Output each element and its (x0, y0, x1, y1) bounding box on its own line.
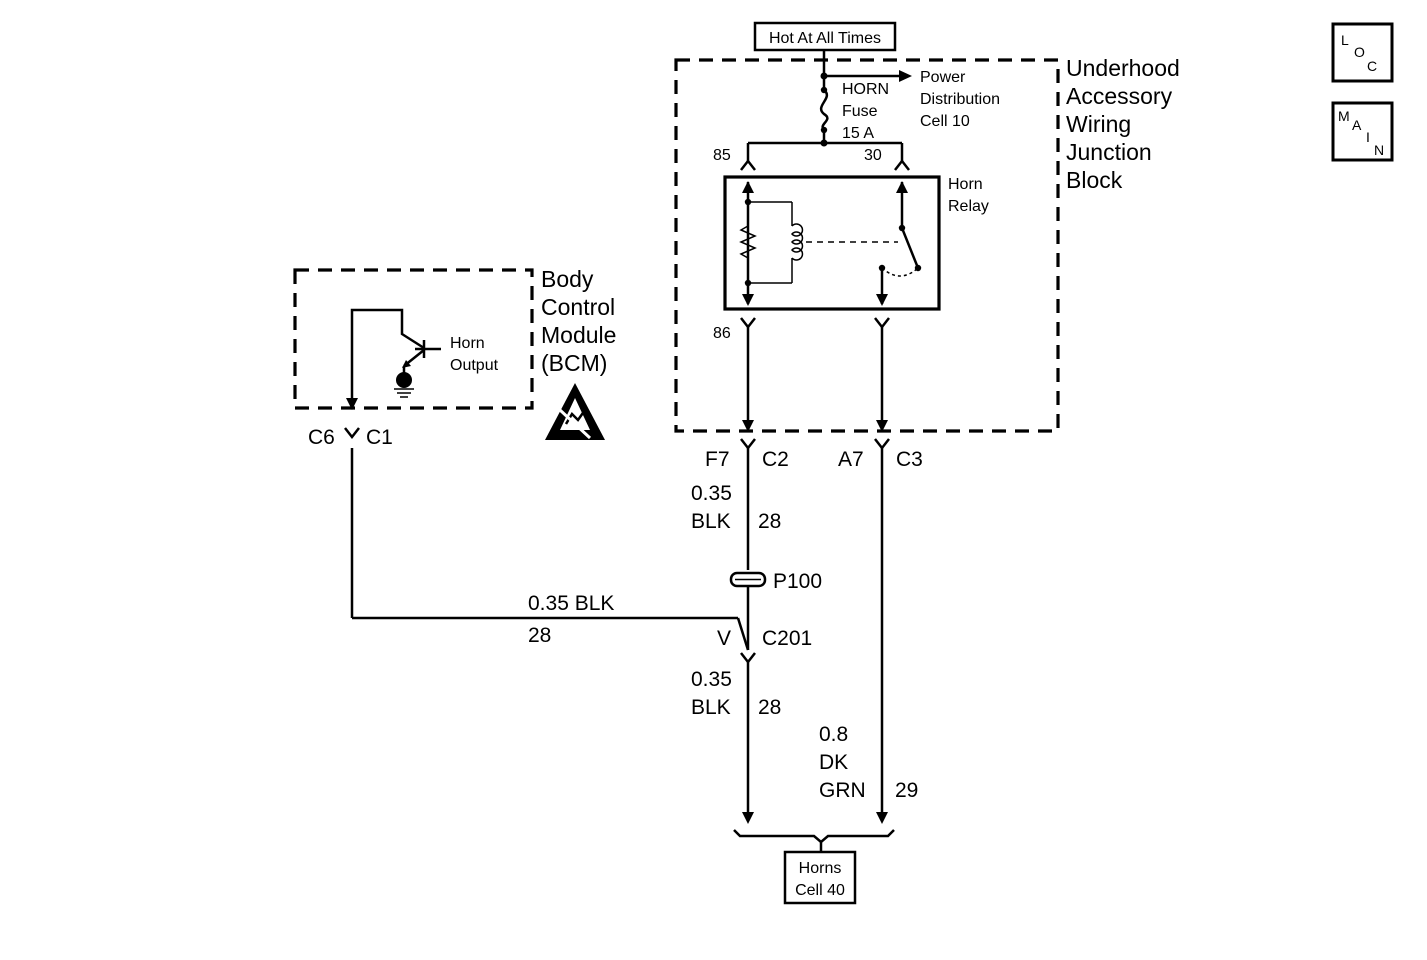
a7-label: A7 (838, 448, 864, 471)
pin-30-label: 30 (864, 147, 882, 164)
junction-block-title: Underhood Accessory Wiring Junction Bloc… (1066, 55, 1180, 193)
power-dist-arrow-icon (899, 70, 912, 82)
svg-text:L: L (1341, 32, 1349, 48)
svg-text:0.8: 0.8 (819, 723, 848, 746)
svg-text:Output: Output (450, 357, 499, 374)
svg-text:Fuse: Fuse (842, 103, 878, 120)
svg-text:Horn: Horn (450, 335, 485, 352)
svg-text:GRN: GRN (819, 779, 866, 802)
bcm-title: Body Control Module (BCM) (541, 266, 616, 376)
svg-text:Junction: Junction (1066, 139, 1152, 165)
bcm-c6-label: C6 (308, 426, 335, 449)
horn-output-label: Horn Output (450, 335, 499, 374)
horns-brace (733, 829, 895, 844)
svg-text:Control: Control (541, 294, 615, 320)
horns-label: Horns Cell 40 (795, 860, 845, 899)
bcm-c1-label: C1 (366, 426, 393, 449)
svg-text:N: N (1374, 142, 1384, 158)
svg-text:O: O (1354, 44, 1365, 60)
svg-text:29: 29 (895, 779, 918, 802)
blk-wire-upper-label: 0.35 BLK 28 (691, 482, 781, 533)
svg-text:28: 28 (758, 696, 781, 719)
svg-text:28: 28 (758, 510, 781, 533)
bcm-boundary (293, 268, 534, 410)
c3-connector (874, 438, 890, 451)
svg-text:Block: Block (1066, 167, 1123, 193)
svg-text:0.35: 0.35 (691, 482, 732, 505)
svg-text:BLK: BLK (691, 696, 731, 719)
c201-connector (740, 652, 756, 665)
bcm-transistor-collector (350, 308, 425, 405)
power-distribution-label: Power Distribution Cell 10 (920, 69, 1000, 130)
pin-85-connector (740, 158, 756, 171)
svg-text:Accessory: Accessory (1066, 83, 1173, 109)
c2-label: C2 (762, 448, 789, 471)
ground-icon (396, 372, 412, 388)
dk-grn-wire-label: 0.8 DK GRN 29 (819, 723, 918, 802)
horns-box[interactable] (783, 850, 857, 905)
horn-relay-box (723, 175, 941, 311)
c201-pin-label: V (717, 627, 731, 650)
loc-button[interactable]: L O C (1331, 22, 1394, 83)
svg-text:Horns: Horns (799, 860, 842, 877)
svg-text:A: A (1352, 117, 1362, 133)
esd-warning-icon (545, 383, 605, 440)
main-button[interactable]: M A I N (1331, 101, 1394, 162)
pin-86-label: 86 (713, 325, 731, 342)
svg-text:C: C (1367, 58, 1377, 74)
svg-text:28: 28 (528, 624, 551, 647)
bcm-wire-label: 0.35 BLK 28 (528, 592, 614, 647)
horn-fuse-symbol (819, 89, 829, 131)
horn-relay-label: Horn Relay (948, 176, 989, 215)
svg-text:Underhood: Underhood (1066, 55, 1180, 81)
svg-text:M: M (1338, 108, 1350, 124)
hot-at-all-times-label: Hot At All Times (769, 30, 881, 47)
svg-text:Body: Body (541, 266, 594, 292)
svg-text:Relay: Relay (948, 198, 989, 215)
svg-text:Module: Module (541, 322, 616, 348)
bcm-c1-connector (344, 427, 360, 440)
svg-text:0.35: 0.35 (691, 668, 732, 691)
c201-label: C201 (762, 627, 812, 650)
svg-text:Wiring: Wiring (1066, 111, 1131, 137)
pin-86-connector (740, 317, 756, 330)
c2-connector (740, 438, 756, 451)
svg-text:BLK: BLK (691, 510, 731, 533)
svg-text:HORN: HORN (842, 81, 889, 98)
horn-fuse-label: HORN Fuse 15 A (842, 81, 889, 142)
pin-30-connector (894, 158, 910, 171)
svg-text:Cell 40: Cell 40 (795, 882, 845, 899)
relay-switch-contact (900, 227, 920, 269)
svg-text:Distribution: Distribution (920, 91, 1000, 108)
svg-text:Cell 10: Cell 10 (920, 113, 970, 130)
svg-text:Horn: Horn (948, 176, 983, 193)
coil-icon (790, 223, 804, 261)
splice-p100-label: P100 (773, 570, 822, 593)
c3-label: C3 (896, 448, 923, 471)
relay-output-connector (874, 317, 890, 330)
pin-85-label: 85 (713, 147, 731, 164)
svg-text:15 A: 15 A (842, 125, 874, 142)
f7-label: F7 (705, 448, 730, 471)
blk-wire-lower-label: 0.35 BLK 28 (691, 668, 781, 719)
svg-text:I: I (1366, 129, 1370, 145)
svg-text:DK: DK (819, 751, 848, 774)
junction-block-boundary (674, 58, 1060, 433)
svg-text:0.35 BLK: 0.35 BLK (528, 592, 614, 615)
svg-text:(BCM): (BCM) (541, 350, 607, 376)
resistor-icon (739, 225, 757, 259)
svg-text:Power: Power (920, 69, 966, 86)
